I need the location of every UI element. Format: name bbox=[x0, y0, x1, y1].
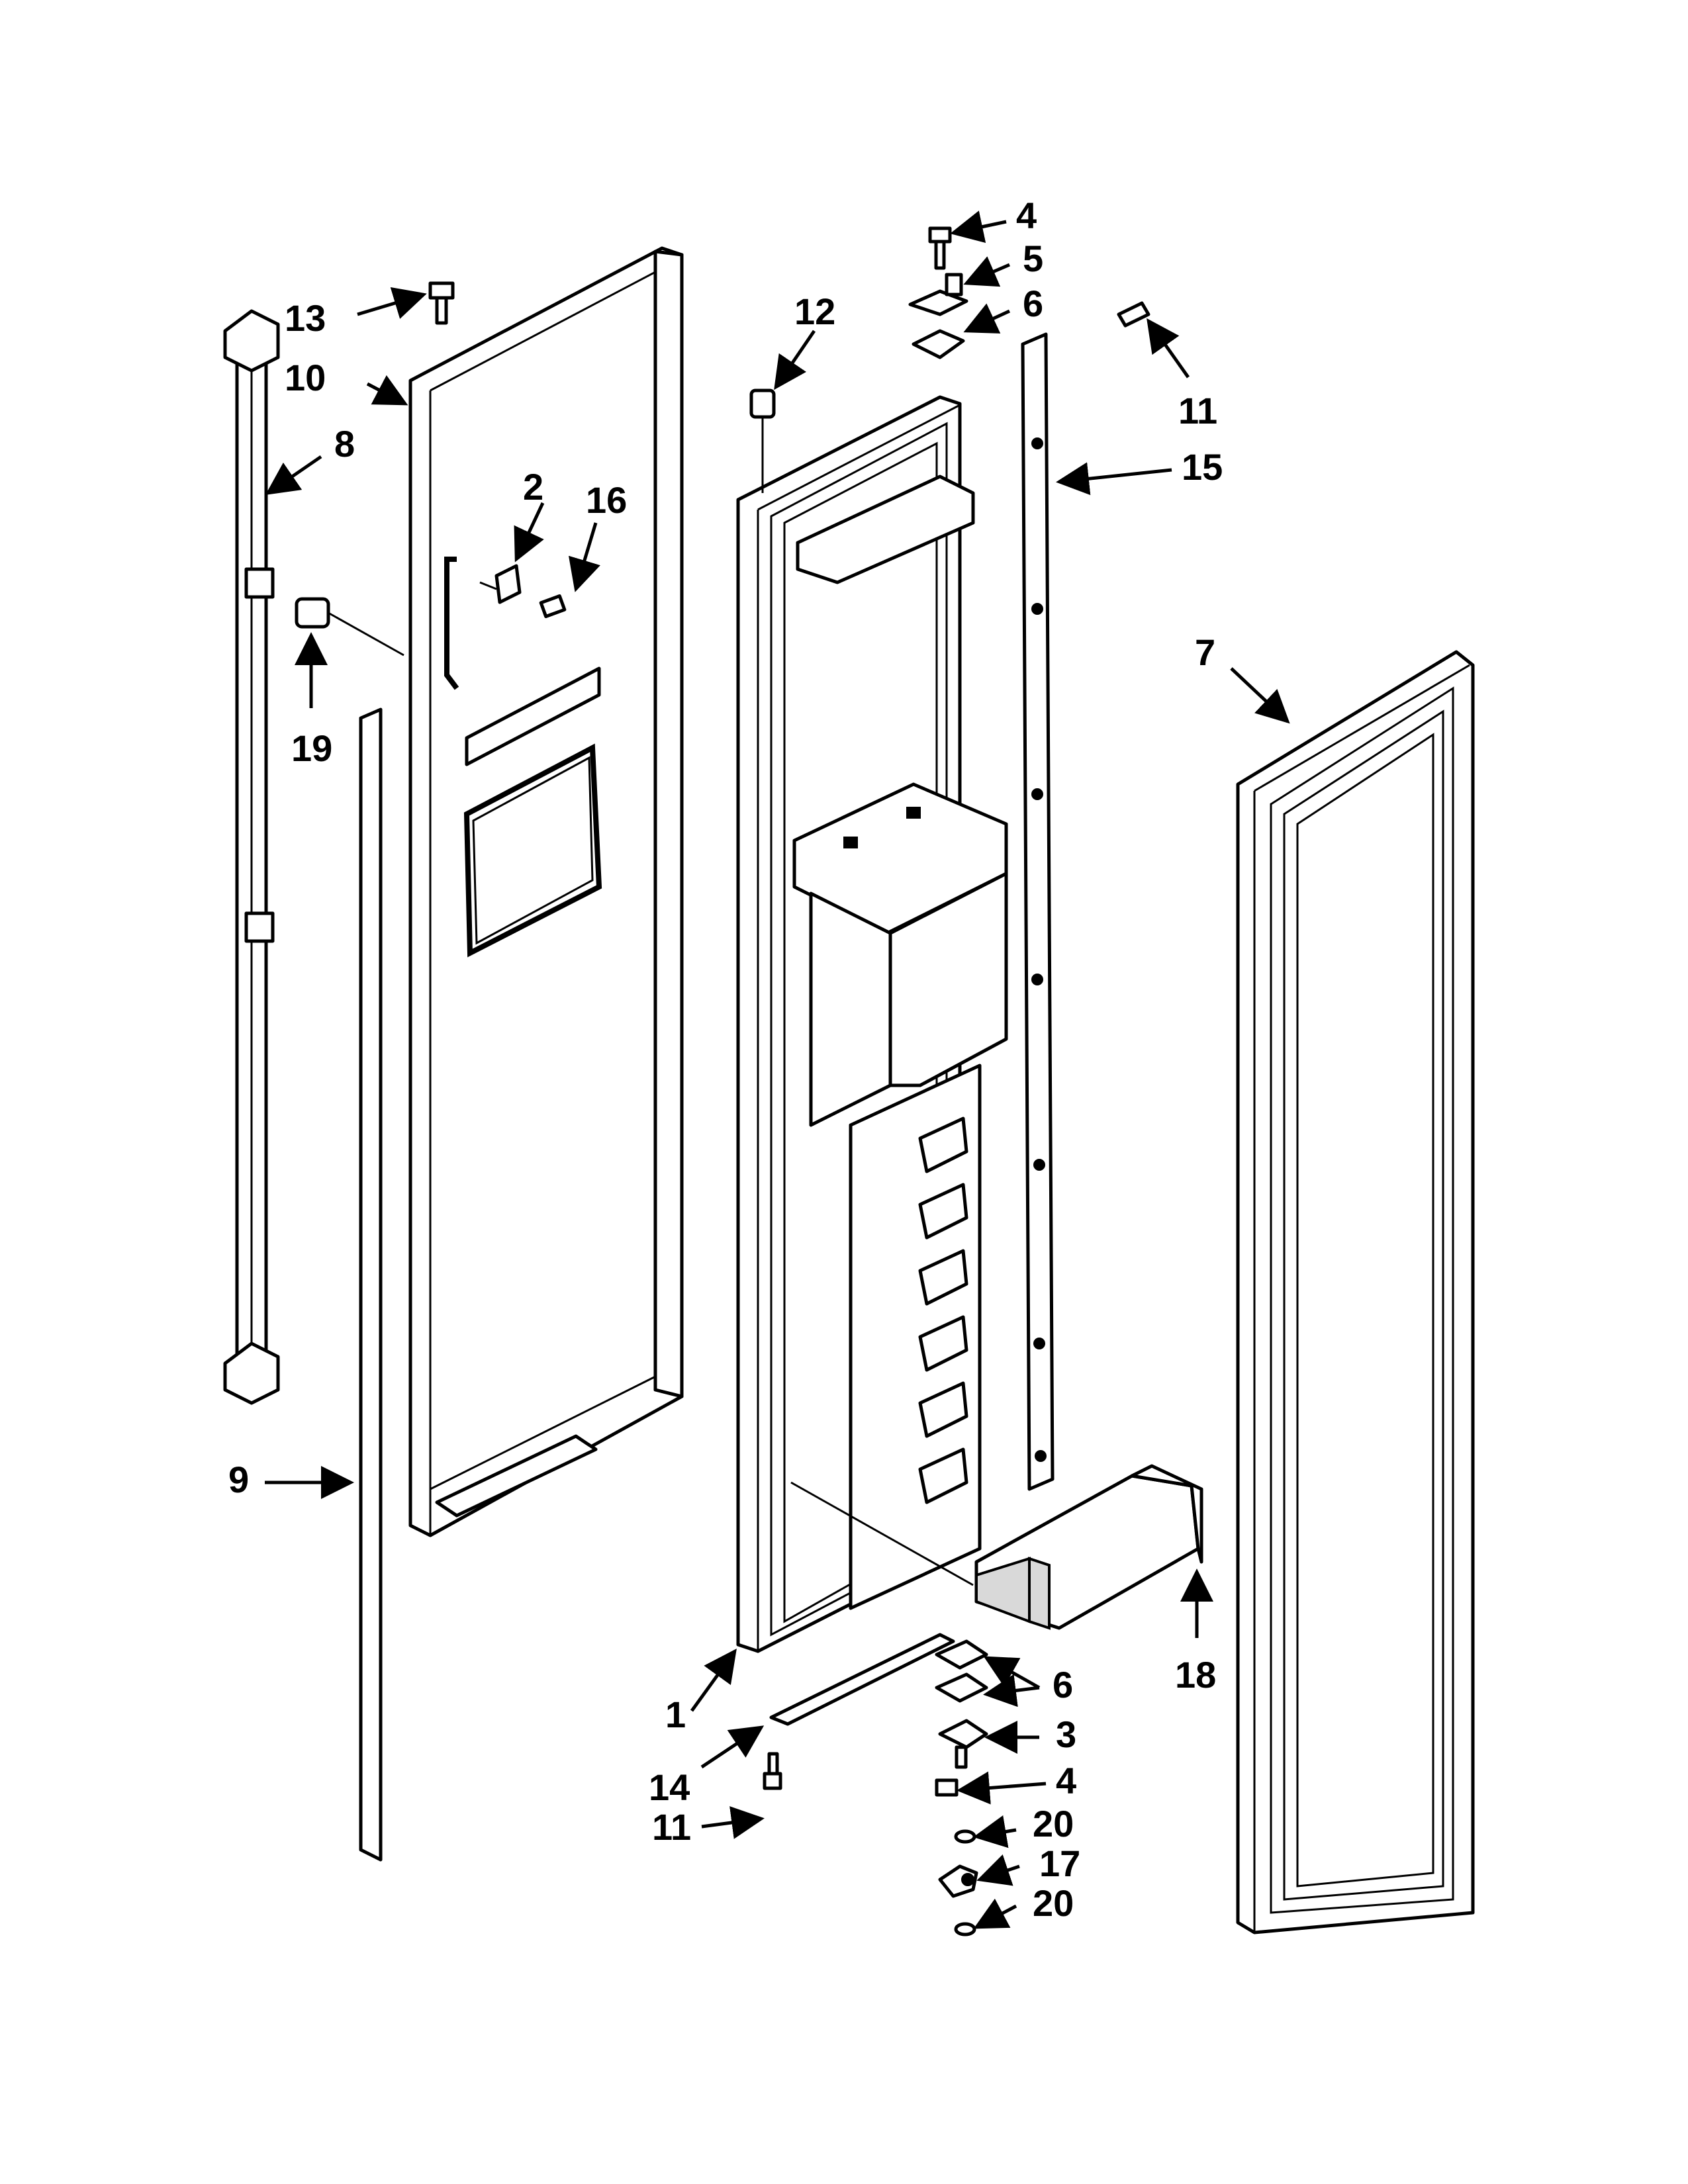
callout-6-top: 6 bbox=[1023, 283, 1043, 324]
door-gasket bbox=[1236, 650, 1475, 1934]
callout-17: 17 bbox=[1039, 1843, 1080, 1884]
dispenser-clip bbox=[479, 564, 567, 618]
callout-1: 1 bbox=[665, 1694, 686, 1735]
door-bin bbox=[974, 1464, 1203, 1630]
callout-leaders bbox=[265, 210, 1290, 1929]
top-hinge-assembly bbox=[908, 226, 968, 359]
callout-13: 13 bbox=[285, 297, 326, 339]
callout-20-top: 20 bbox=[1033, 1803, 1074, 1844]
callout-labels: 4 5 6 12 11 13 10 8 15 2 16 19 7 9 18 1 … bbox=[228, 195, 1223, 1924]
callout-20-bottom: 20 bbox=[1033, 1882, 1074, 1924]
door-gasket-strip bbox=[1021, 332, 1055, 1491]
callout-10: 10 bbox=[285, 357, 326, 398]
hinge-plug bbox=[749, 388, 776, 493]
handle-screw bbox=[428, 281, 455, 325]
door-handle bbox=[223, 309, 280, 1405]
callout-12: 12 bbox=[794, 291, 835, 332]
callout-18: 18 bbox=[1175, 1654, 1216, 1696]
callout-8: 8 bbox=[334, 423, 355, 465]
top-screw bbox=[1117, 301, 1150, 328]
callout-7: 7 bbox=[1195, 631, 1215, 673]
callout-9: 9 bbox=[228, 1459, 249, 1500]
callout-4-top: 4 bbox=[1016, 195, 1037, 236]
callout-15: 15 bbox=[1182, 446, 1223, 488]
callout-11-bottom: 11 bbox=[652, 1806, 691, 1848]
callout-11-top: 11 bbox=[1178, 390, 1217, 432]
callout-2: 2 bbox=[523, 466, 543, 508]
callout-6-bottom: 6 bbox=[1053, 1664, 1073, 1706]
handle-spacer bbox=[295, 597, 404, 657]
callout-16: 16 bbox=[586, 479, 627, 521]
door-strip bbox=[359, 707, 383, 1862]
callout-14: 14 bbox=[649, 1766, 690, 1808]
door-liner bbox=[736, 395, 1008, 1653]
bottom-hinge-assembly bbox=[935, 1639, 988, 1936]
outer-door-panel bbox=[408, 246, 684, 1537]
callout-19: 19 bbox=[291, 727, 332, 769]
callout-3: 3 bbox=[1056, 1713, 1076, 1755]
bottom-trim-strip bbox=[763, 1633, 955, 1790]
callout-5: 5 bbox=[1023, 238, 1043, 279]
callout-4-bottom: 4 bbox=[1056, 1760, 1076, 1801]
